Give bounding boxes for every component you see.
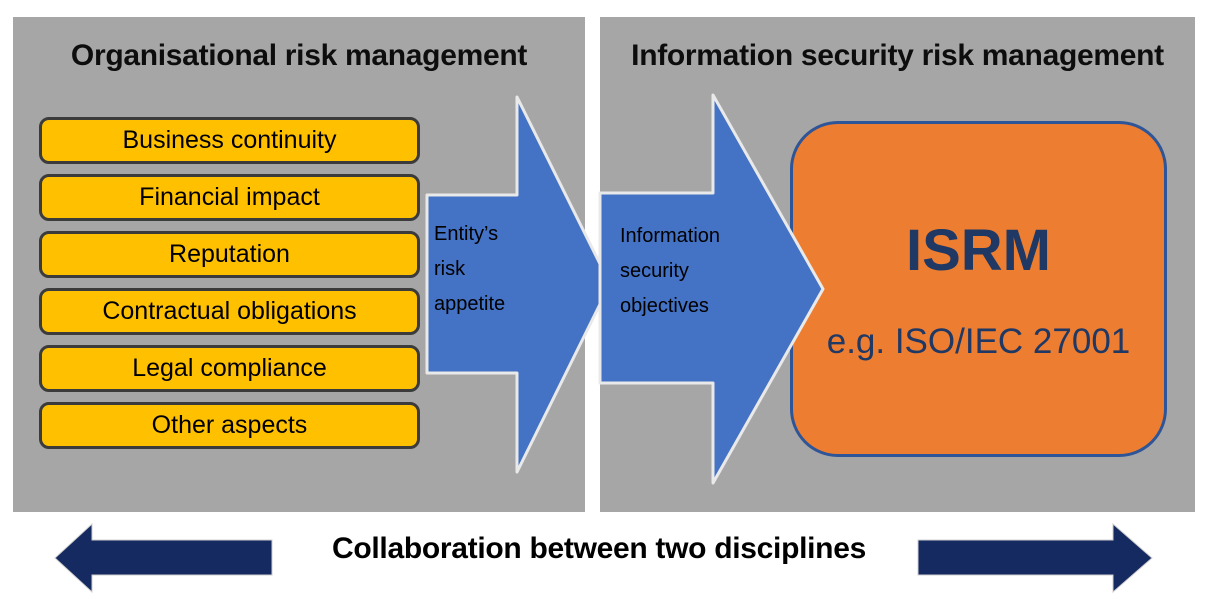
risk-aspect-box-reputation: Reputation — [39, 231, 420, 278]
collaboration-left-arrow — [54, 522, 273, 594]
isrm-title: ISRM — [906, 218, 1051, 283]
entity-risk-appetite-label: Entity’s risk appetite — [434, 223, 506, 315]
left-panel-title: Organisational risk management — [70, 39, 528, 72]
collaboration-right-arrow — [917, 522, 1153, 594]
risk-aspect-box-business-continuity: Business continuity — [39, 117, 420, 164]
risk-aspect-box-financial-impact: Financial impact — [39, 174, 420, 221]
isrm-box: ISRM e.g. ISO/IEC 27001 — [790, 121, 1167, 457]
isrm-subtitle: e.g. ISO/IEC 27001 — [826, 322, 1131, 361]
risk-aspect-box-contractual-obligations: Contractual obligations — [39, 288, 420, 335]
risk-aspect-list: Business continuity Financial impact Rep… — [39, 117, 420, 449]
risk-aspect-box-legal-compliance: Legal compliance — [39, 345, 420, 392]
right-panel-title: Information security risk management — [631, 39, 1164, 72]
collaboration-caption: Collaboration between two disciplines — [332, 532, 866, 565]
infosec-objectives-label: Information security objectives — [620, 225, 721, 317]
risk-aspect-box-other-aspects: Other aspects — [39, 402, 420, 449]
